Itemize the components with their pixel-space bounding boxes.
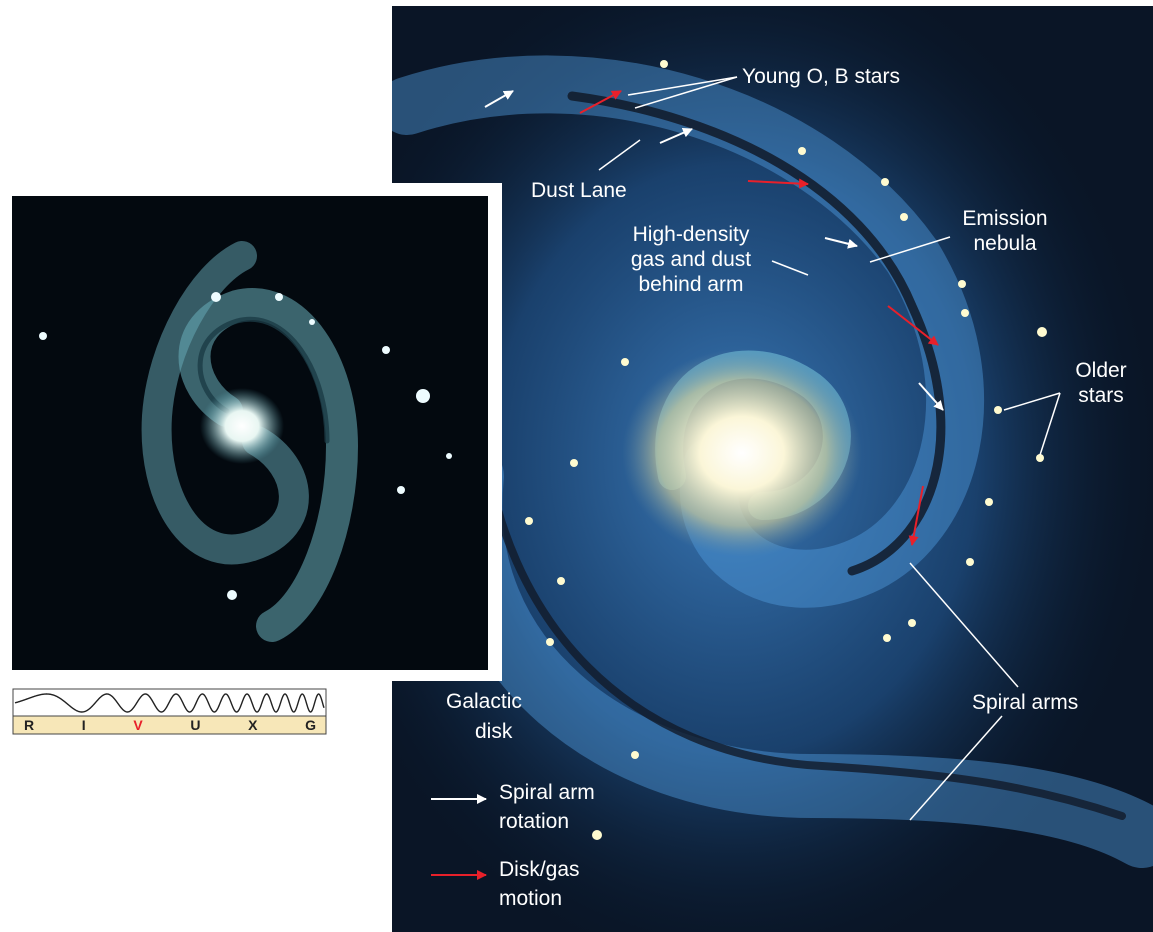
galactic-disk-label-line2: disk (475, 720, 513, 743)
gas-motion-arrow-3 (887, 305, 939, 346)
young-stars-leader-2 (634, 76, 738, 109)
dust-lane-leader (598, 139, 641, 171)
band-bar (12, 715, 327, 735)
emission-nebula-leader (869, 236, 951, 263)
dust-lane-label: Dust Lane (531, 179, 627, 202)
legend-rotation-line2: rotation (499, 810, 569, 833)
spiral-arms-leader-1 (909, 562, 1019, 688)
rotation-arrow-3 (824, 237, 858, 249)
band-r: R (24, 717, 35, 733)
galaxy-illustration (392, 6, 1153, 932)
young-stars-leader-1 (627, 76, 738, 96)
legend-rotation-line1: Spiral arm (499, 781, 595, 804)
rotation-arrow-1 (484, 90, 514, 108)
older-stars-label-line2: stars (1078, 384, 1124, 407)
band-i: I (81, 717, 86, 733)
rotation-arrow-2 (659, 128, 693, 144)
legend-motion-line1: Disk/gas (499, 858, 580, 881)
high-density-label-line2: gas and dust (631, 248, 751, 271)
emission-nebula-label-line2: nebula (973, 232, 1036, 255)
legend-motion-line2: motion (499, 887, 562, 910)
galaxy-photo (12, 196, 488, 670)
older-stars-leader-2 (1039, 392, 1061, 456)
wavelength-strip (12, 688, 327, 735)
gas-motion-arrow-4 (908, 485, 924, 546)
band-row: R I V U X G (12, 716, 326, 734)
young-ob-stars-label: Young O, B stars (742, 65, 900, 88)
spiral-arms-label: Spiral arms (972, 691, 1078, 714)
older-stars-leader-1 (1003, 392, 1061, 411)
rotation-arrow-4 (918, 382, 944, 411)
band-x: X (248, 717, 258, 733)
high-density-leader (771, 260, 809, 276)
high-density-label-line1: High-density (633, 223, 750, 246)
band-v: V (133, 717, 143, 733)
wave-icon (14, 693, 325, 713)
gas-motion-arrow-2 (747, 178, 809, 189)
spiral-arms-leader-2 (909, 715, 1003, 821)
high-density-label-line3: behind arm (638, 273, 743, 296)
galactic-disk-label-line1: Galactic (446, 690, 522, 713)
band-g: G (305, 717, 316, 733)
older-stars-label-line1: Older (1075, 359, 1126, 382)
gas-motion-arrow-1 (579, 90, 622, 114)
emission-nebula-label-line1: Emission (962, 207, 1047, 230)
band-u: U (190, 717, 201, 733)
